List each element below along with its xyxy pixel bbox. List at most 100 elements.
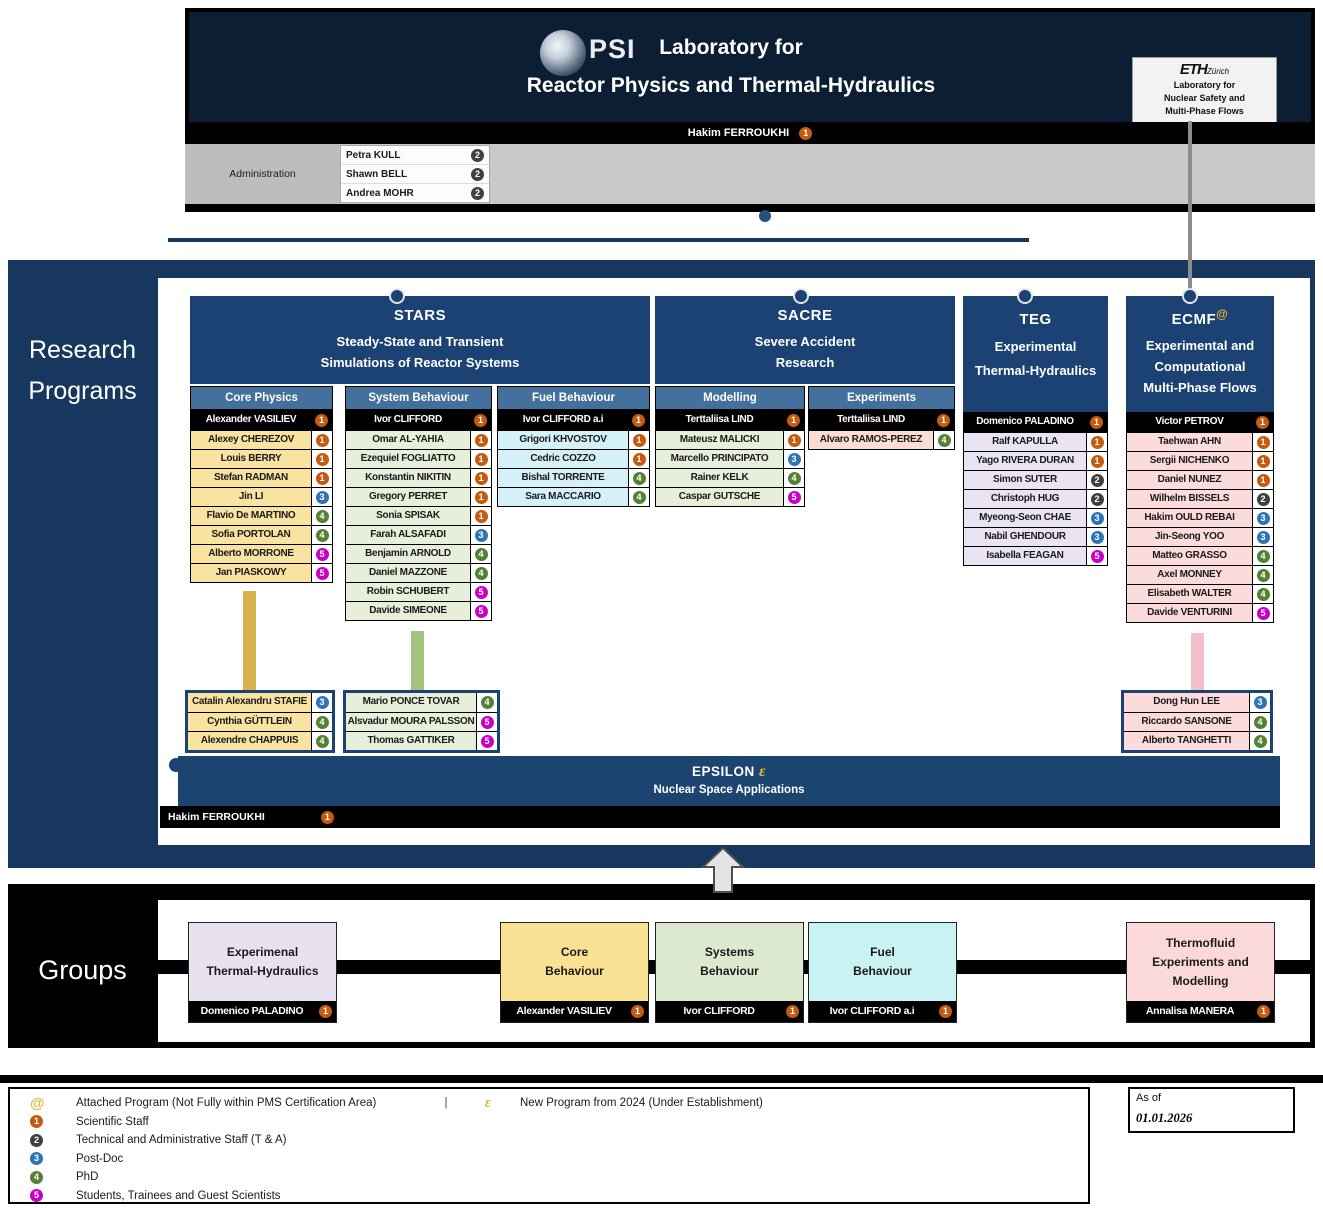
member-name: Daniel MAZZONE [368, 567, 448, 578]
legend-badge-text: Students, Trainees and Guest Scientists [76, 1189, 281, 1202]
badge-cell: 1 [1086, 433, 1107, 451]
member-name: Daniel NUNEZ [1157, 474, 1222, 485]
badge-cell: 4 [470, 564, 491, 582]
epsilon-node [169, 758, 183, 772]
staff-category-badge-1: 1 [632, 452, 646, 466]
staff-category-badge-5: 5 [1256, 606, 1270, 620]
staff-category-badge-1: 1 [1090, 435, 1104, 449]
connector-horizontal [168, 238, 1029, 242]
epsilon-symbol-icon: ε [758, 763, 767, 780]
text-line: Thermal-Hydraulics [974, 363, 1097, 378]
staff-category-badge-4: 4 [937, 433, 951, 447]
badge-cell: 1 [1252, 413, 1273, 432]
staff-category-badge-4: 4 [30, 1170, 43, 1184]
staff-category-badge-4: 4 [480, 696, 494, 709]
staff-category-badge-3: 3 [1256, 530, 1270, 544]
text-line: Experimental and [1145, 338, 1255, 353]
badge-cell: 5 [470, 602, 491, 620]
badge-cell: 1 [782, 1001, 803, 1022]
groups-label: Groups [38, 955, 127, 985]
staff-category-badge-1: 1 [632, 414, 645, 427]
badge-cell: 1 [627, 1001, 648, 1022]
badge-cell: 1 [470, 469, 491, 487]
lab-title-line1: Laboratory for [659, 36, 803, 59]
member-name: Ralf KAPULLA [992, 436, 1058, 447]
badge-cell: 4 [933, 431, 954, 449]
member-name: Sergii NICHENKO [1149, 455, 1230, 466]
member-row: Daniel MAZZONE 4 [346, 563, 491, 582]
member-name: Jin-Seong YOO [1154, 531, 1225, 542]
badge-cell: 1 [783, 431, 804, 449]
member-name: Yago RIVERA DURAN [976, 455, 1074, 466]
member-name: Dong Hun LEE [1153, 696, 1220, 707]
text-line: Severe Accident [754, 334, 856, 349]
staff-category-badge-1: 1 [787, 414, 800, 427]
member-name: Victor PETROV [1155, 416, 1224, 427]
text-line: Multi-Phase Flows [1143, 380, 1257, 395]
member-row: Ralf KAPULLA 1 [964, 432, 1107, 451]
badge-cell: 5 [476, 713, 497, 731]
as-of-box: As of 01.01.2026 [1128, 1087, 1295, 1133]
staff-category-badge-1: 1 [315, 414, 328, 427]
member-name: Alberto TANGHETTI [1141, 735, 1232, 746]
staff-category-badge-4: 4 [315, 715, 329, 729]
modelling-header: Modelling [655, 386, 805, 410]
fuel-behaviour-header: Fuel Behaviour [497, 386, 650, 410]
text-line: Nuclear Safety and [1163, 93, 1246, 103]
member-name: Catalin Alexandru STAFIE [191, 696, 308, 707]
staff-category-badge-1: 1 [474, 490, 488, 504]
staff-category-badge-1: 1 [939, 1005, 952, 1018]
epsilon-program-bar: EPSILON ε Nuclear Space Applications [178, 756, 1280, 806]
up-arrow-icon [700, 846, 746, 893]
legend-badge-text: Scientific Staff [76, 1115, 149, 1128]
badge-cell: 1 [470, 431, 491, 449]
badge-cell: 5 [476, 732, 497, 750]
member-name: Benjamin ARNOLD [365, 548, 451, 559]
badge-cell: 3 [1252, 528, 1273, 546]
member-name: Omar AL-YAHIA [372, 434, 444, 445]
staff-category-badge-1: 1 [474, 471, 488, 485]
staff-category-badge-5: 5 [480, 715, 494, 729]
member-name: Gregory PERRET [368, 491, 448, 502]
staff-category-badge-5: 5 [474, 585, 488, 599]
sacre-node [793, 288, 809, 304]
staff-category-badge-3: 3 [315, 490, 329, 504]
member-name: Axel MONNEY [1157, 569, 1222, 580]
staff-category-badge-4: 4 [315, 734, 329, 748]
badge-cell: 1 [1252, 452, 1273, 470]
staff-category-badge-5: 5 [30, 1189, 43, 1203]
staff-category-badge-4: 4 [315, 528, 329, 542]
member-row: Sergii NICHENKO 1 [1127, 451, 1273, 470]
staff-category-badge-2: 2 [471, 187, 484, 200]
badge-cell: 3 [311, 488, 332, 506]
lab-head-badge: 1 [799, 126, 813, 140]
staff-category-badge-1: 1 [319, 1005, 332, 1018]
badge-cell: 4 [628, 469, 649, 487]
member-name: Marcello PRINCIPATO [670, 453, 769, 464]
staff-category-badge-5: 5 [787, 490, 801, 504]
